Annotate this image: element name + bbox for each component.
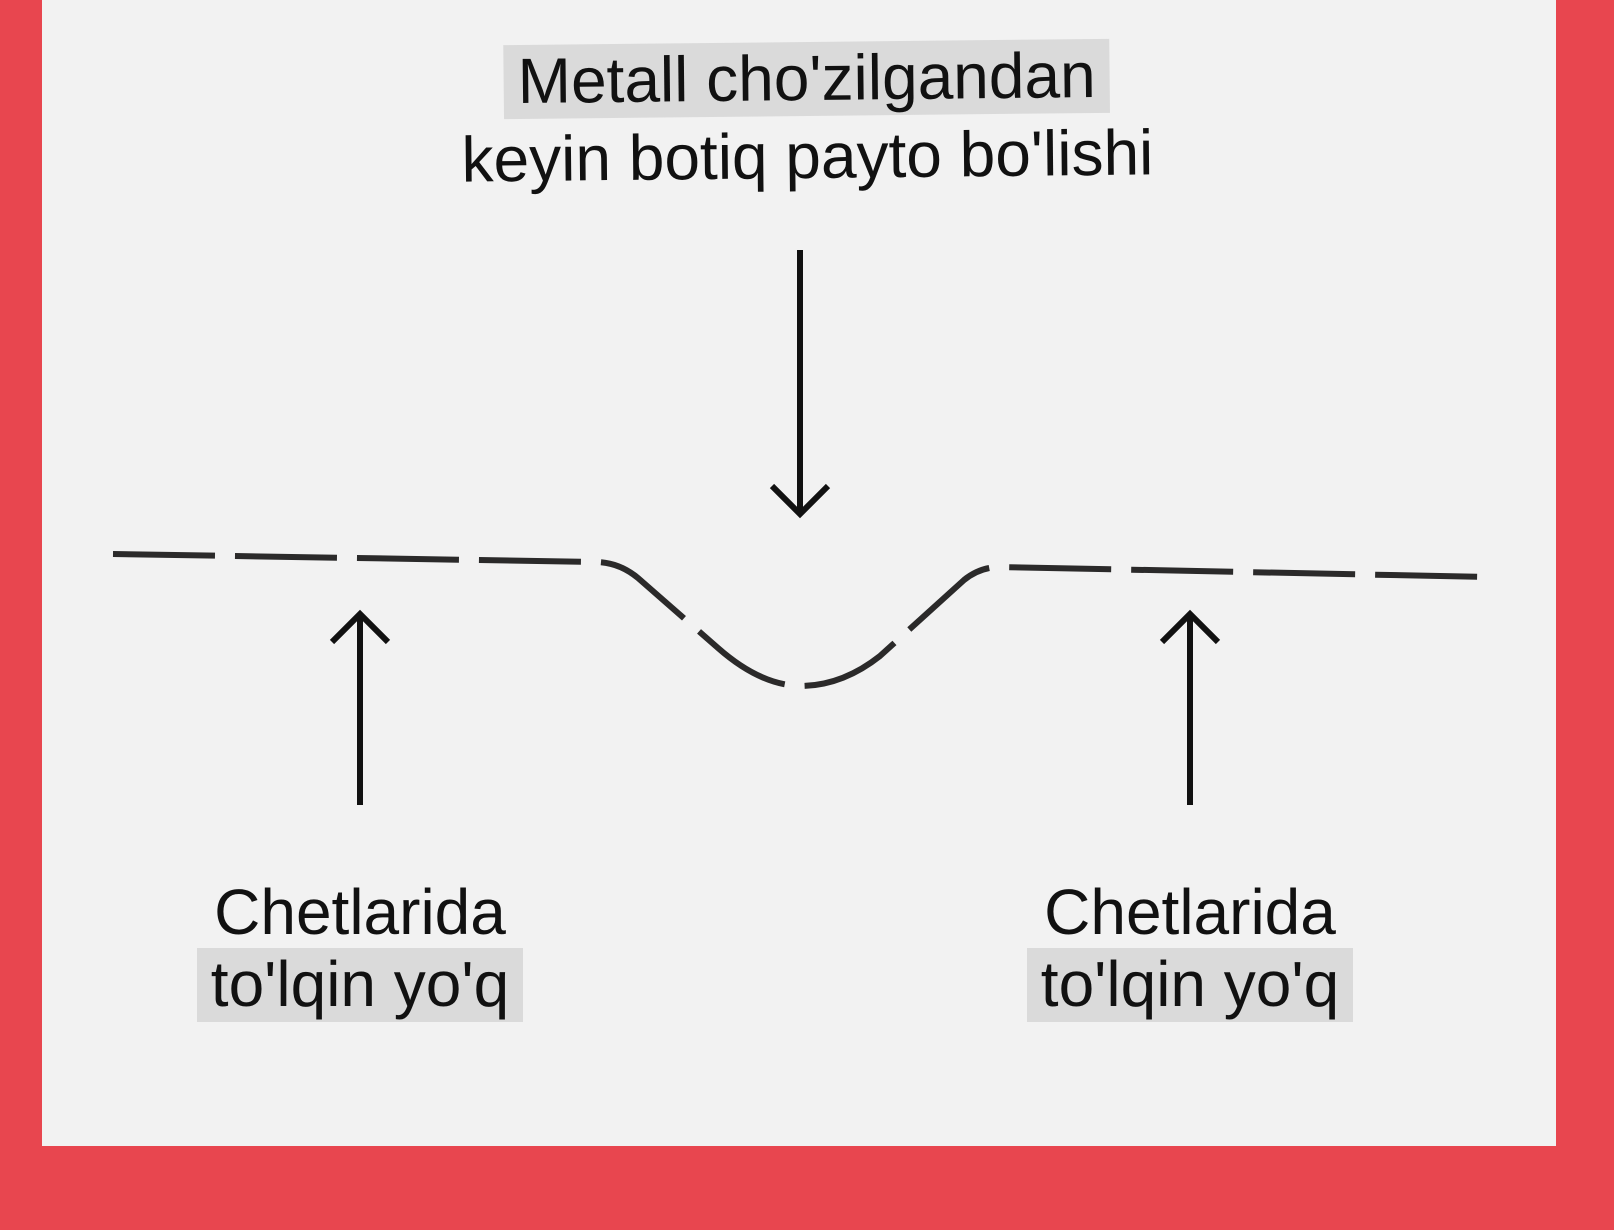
top-arrow-head	[769, 483, 831, 519]
right-caption: Chetlarida to'lqin yo'q	[1005, 880, 1375, 1022]
left-arrow-head	[329, 609, 391, 645]
right-caption-line2: to'lqin yo'q	[1026, 948, 1354, 1022]
left-caption-line2: to'lqin yo'q	[196, 948, 524, 1022]
right-arrow-head	[1159, 609, 1221, 645]
top-caption: Metall cho'zilgandan keyin botiq payto b…	[406, 38, 1207, 196]
left-caption-line1: Chetlarida	[214, 876, 506, 948]
top-caption-line2: keyin botiq payto bo'lishi	[461, 116, 1154, 196]
left-up-arrow	[329, 609, 391, 805]
right-up-arrow	[1159, 609, 1221, 805]
top-caption-line1: Metall cho'zilgandan	[503, 38, 1110, 120]
right-caption-line1: Chetlarida	[1044, 876, 1336, 948]
top-down-arrow	[769, 250, 831, 519]
metal-profile-line	[112, 551, 1488, 690]
left-caption: Chetlarida to'lqin yo'q	[175, 880, 545, 1022]
